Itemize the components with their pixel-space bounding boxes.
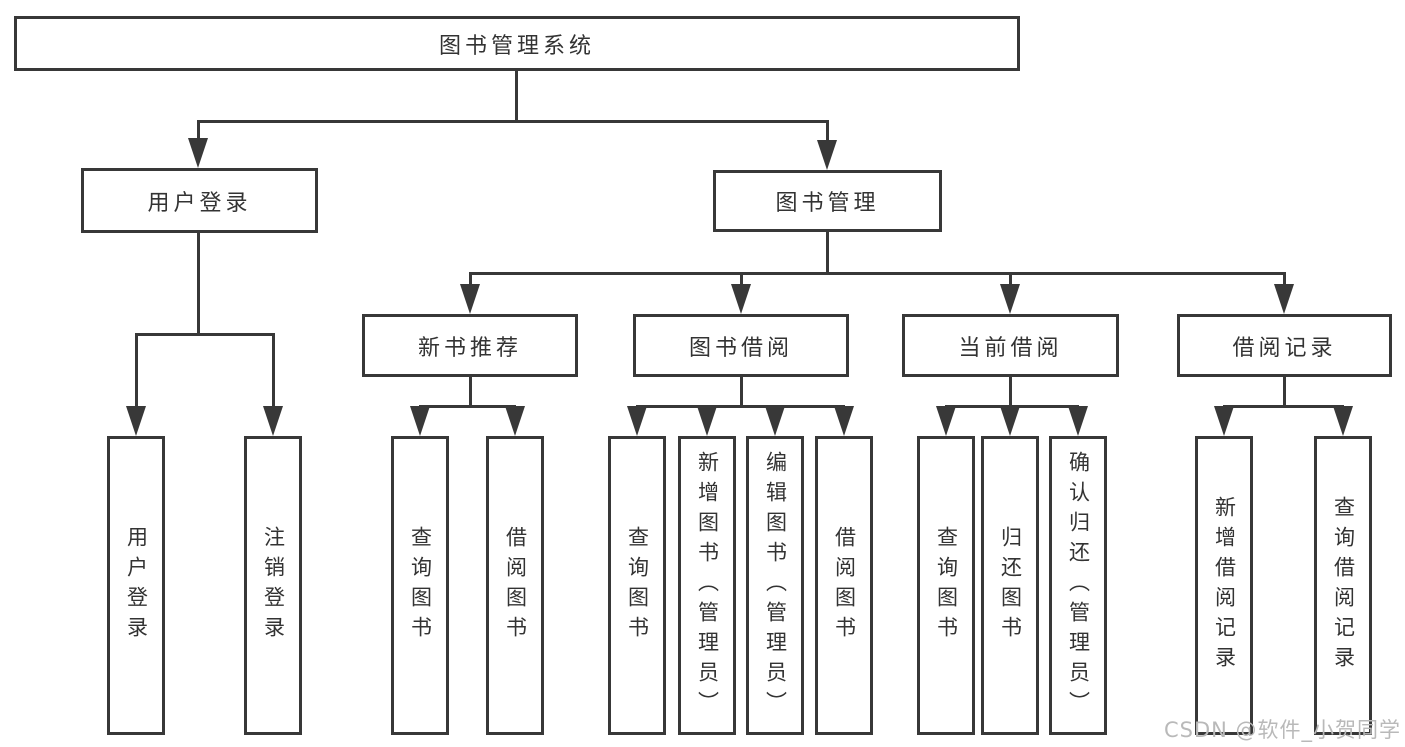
arrow-to-user-login [188,138,208,168]
leaf-add-books-admin: 新增图书（管理员） [678,436,736,735]
arrow-to-leaf-query-record [1333,406,1353,436]
leaf-label: 新增图书（管理员） [695,450,720,721]
leaf-query-borrow-record: 查询借阅记录 [1314,436,1372,735]
arrow-to-leaf-user-login [126,406,146,436]
connector-newbook-hline [419,405,516,408]
connector-bookborrow-vline [740,377,743,405]
node-new-book-recommend: 新书推荐 [362,314,578,377]
node-current-borrowing: 当前借阅 [902,314,1119,377]
leaf-confirm-return-admin: 确认归还（管理员） [1049,436,1107,735]
leaf-label: 确认归还（管理员） [1066,450,1091,721]
leaf-borrow-books-2: 借阅图书 [815,436,873,735]
arrow-to-book-borrowing [731,284,751,314]
node-label: 当前借阅 [958,335,1063,361]
leaf-label: 新增借阅记录 [1212,495,1237,676]
node-label: 借阅记录 [1232,335,1337,361]
leaf-label: 查询图书 [408,525,433,646]
leaf-label: 归还图书 [998,525,1023,646]
connector-bookmgmt-hline [469,272,1286,275]
connector-currentborrow-stem [1009,272,1012,288]
arrow-to-leaf-edit-books [765,406,785,436]
arrow-to-leaf-borrow-books-2 [834,406,854,436]
node-library-management-system: 图书管理系统 [14,16,1020,71]
connector-bookmgmt-stem [826,120,829,146]
node-user-login: 用户登录 [81,168,318,233]
arrow-to-leaf-query-books-1 [410,406,430,436]
connector-newbook-stem [469,272,472,288]
leaf-add-borrow-record: 新增借阅记录 [1195,436,1253,735]
arrow-to-leaf-add-books [697,406,717,436]
csdn-watermark: CSDN @软件_小贺同学 [1164,718,1402,742]
arrow-to-leaf-add-record [1214,406,1234,436]
leaf-label: 用户登录 [124,525,149,646]
node-label: 图书管理系统 [438,33,595,59]
leaf-return-books: 归还图书 [981,436,1039,735]
arrow-to-leaf-logout [263,406,283,436]
leaf-label: 借阅图书 [832,525,857,646]
arrow-to-book-management [817,140,837,170]
connector-leaf-login-stem [135,333,138,409]
leaf-label: 借阅图书 [503,525,528,646]
connector-newbook-vline [469,377,472,405]
leaf-query-books-3: 查询图书 [917,436,975,735]
leaf-query-books-1: 查询图书 [391,436,449,735]
arrow-to-leaf-query-books-3 [936,406,956,436]
connector-currentborrow-vline [1009,377,1012,405]
leaf-label: 编辑图书（管理员） [763,450,788,721]
connector-userlogin-hline [135,333,275,336]
connector-bookmgmt-vline [826,232,829,272]
node-borrowing-records: 借阅记录 [1177,314,1392,377]
connector-bookborrow-hline [636,405,845,408]
arrow-to-leaf-borrow-books-1 [505,406,525,436]
leaf-query-books-2: 查询图书 [608,436,666,735]
leaf-borrow-books-1: 借阅图书 [486,436,544,735]
leaf-label: 注销登录 [261,525,286,646]
node-book-management: 图书管理 [713,170,942,232]
arrow-to-borrowing-records [1274,284,1294,314]
node-label: 新书推荐 [417,335,522,361]
arrow-to-leaf-return-books [1000,406,1020,436]
node-label: 用户登录 [147,190,252,216]
node-label: 图书管理 [775,191,880,216]
connector-root-vline [515,71,518,120]
connector-borrowrecords-vline [1283,377,1286,405]
node-label: 图书借阅 [688,335,793,361]
connector-bookborrow-stem [740,272,743,288]
leaf-logout: 注销登录 [244,436,302,735]
connector-borrowrecords-hline [1223,405,1344,408]
connector-userlogin-vline [197,233,200,333]
connector-borrowrecords-stem [1283,272,1286,288]
arrow-to-current-borrowing [1000,284,1020,314]
connector-root-hline [197,120,829,123]
arrow-to-leaf-query-books-2 [627,406,647,436]
leaf-edit-books-admin: 编辑图书（管理员） [746,436,804,735]
arrow-to-leaf-confirm-return [1068,406,1088,436]
connector-userlogin-stem [197,120,200,144]
node-book-borrowing: 图书借阅 [633,314,849,377]
connector-leaf-logout-stem [272,333,275,409]
arrow-to-new-book-recommend [460,284,480,314]
leaf-user-login: 用户登录 [107,436,165,735]
leaf-label: 查询图书 [625,525,650,646]
leaf-label: 查询图书 [934,525,959,646]
leaf-label: 查询借阅记录 [1331,495,1356,676]
